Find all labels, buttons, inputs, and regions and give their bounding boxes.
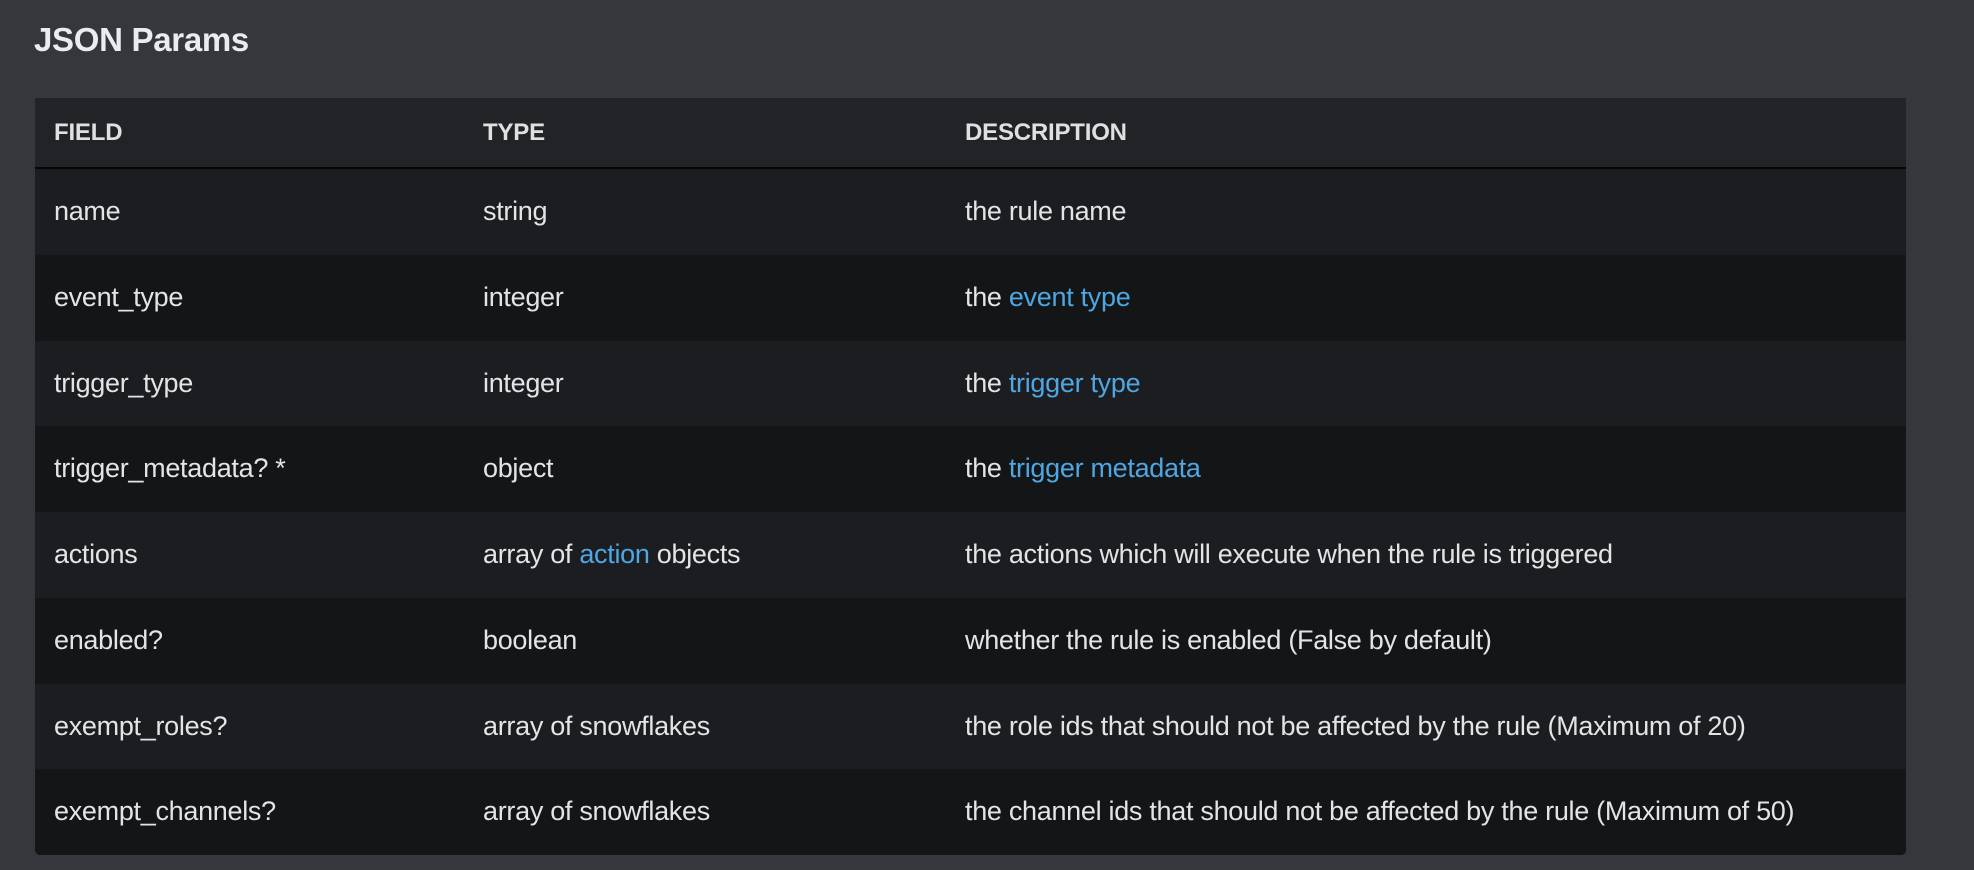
field-cell: name [54,196,121,226]
column-header-type: TYPE [483,119,545,146]
field-cell: actions [54,539,138,569]
table-row: exempt_roles? array of snowflakes the ro… [35,683,1906,770]
column-header-field: FIELD [54,119,123,146]
description-cell: the rule name [965,169,1127,255]
description-text: the [965,281,1009,312]
description-cell: the role ids that should not be affected… [965,684,1746,770]
description-cell: the trigger type [965,341,1141,427]
json-params-table: FIELD TYPE DESCRIPTION name string the r… [35,98,1906,855]
event-type-link[interactable]: event type [1008,281,1131,312]
type-text: array of snowflakes [483,796,710,827]
field-cell: trigger_metadata? * [54,453,286,484]
type-cell: array of snowflakes [483,769,710,855]
table-row: actions array of action objects the acti… [35,512,1906,598]
description-text: whether the rule is enabled (False by de… [965,624,1492,655]
type-cell: boolean [483,598,577,684]
type-cell: integer [483,255,564,341]
type-text: array of [483,539,580,569]
type-text: integer [483,367,564,398]
description-text: the actions which will execute when the … [965,539,1613,569]
table-row: exempt_channels? array of snowflakes the… [35,769,1906,855]
description-text: the [965,453,1009,484]
description-cell: the event type [965,255,1131,341]
type-cell: integer [483,341,564,427]
type-text: objects [649,539,741,569]
trigger-type-link[interactable]: trigger type [1008,367,1141,398]
field-cell: trigger_type [54,367,193,398]
type-cell: string [483,169,548,255]
type-text: object [483,453,554,484]
type-cell: object [483,426,554,512]
description-text: the channel ids that should not be affec… [965,796,1795,827]
field-cell: exempt_channels? [54,796,276,827]
action-link[interactable]: action [579,539,650,569]
description-cell: the channel ids that should not be affec… [965,769,1795,855]
table-row: trigger_type integer the trigger type [35,340,1906,427]
field-cell: exempt_roles? [54,710,228,741]
description-cell: whether the rule is enabled (False by de… [965,598,1492,684]
type-cell: array of snowflakes [483,684,710,770]
table-row: name string the rule name [35,169,1906,255]
type-cell: array of action objects [483,512,741,598]
description-cell: the trigger metadata [965,426,1201,512]
type-text: integer [483,281,564,312]
field-cell: event_type [54,281,184,312]
type-text: array of snowflakes [483,710,710,741]
field-cell: enabled? [54,624,163,655]
type-text: string [483,196,548,226]
description-text: the [965,367,1009,398]
description-text: the rule name [965,196,1127,226]
table-row: enabled? boolean whether the rule is ena… [35,597,1906,684]
trigger-metadata-link[interactable]: trigger metadata [1008,453,1201,484]
section-title: JSON Params [34,21,249,58]
table-row: event_type integer the event type [35,254,1906,341]
table-header-row: FIELD TYPE DESCRIPTION [35,98,1906,169]
type-text: boolean [483,624,577,655]
description-text: the role ids that should not be affected… [965,710,1746,741]
column-header-description: DESCRIPTION [965,119,1127,146]
table-row: trigger_metadata? * object the trigger m… [35,426,1906,512]
description-cell: the actions which will execute when the … [965,512,1613,598]
